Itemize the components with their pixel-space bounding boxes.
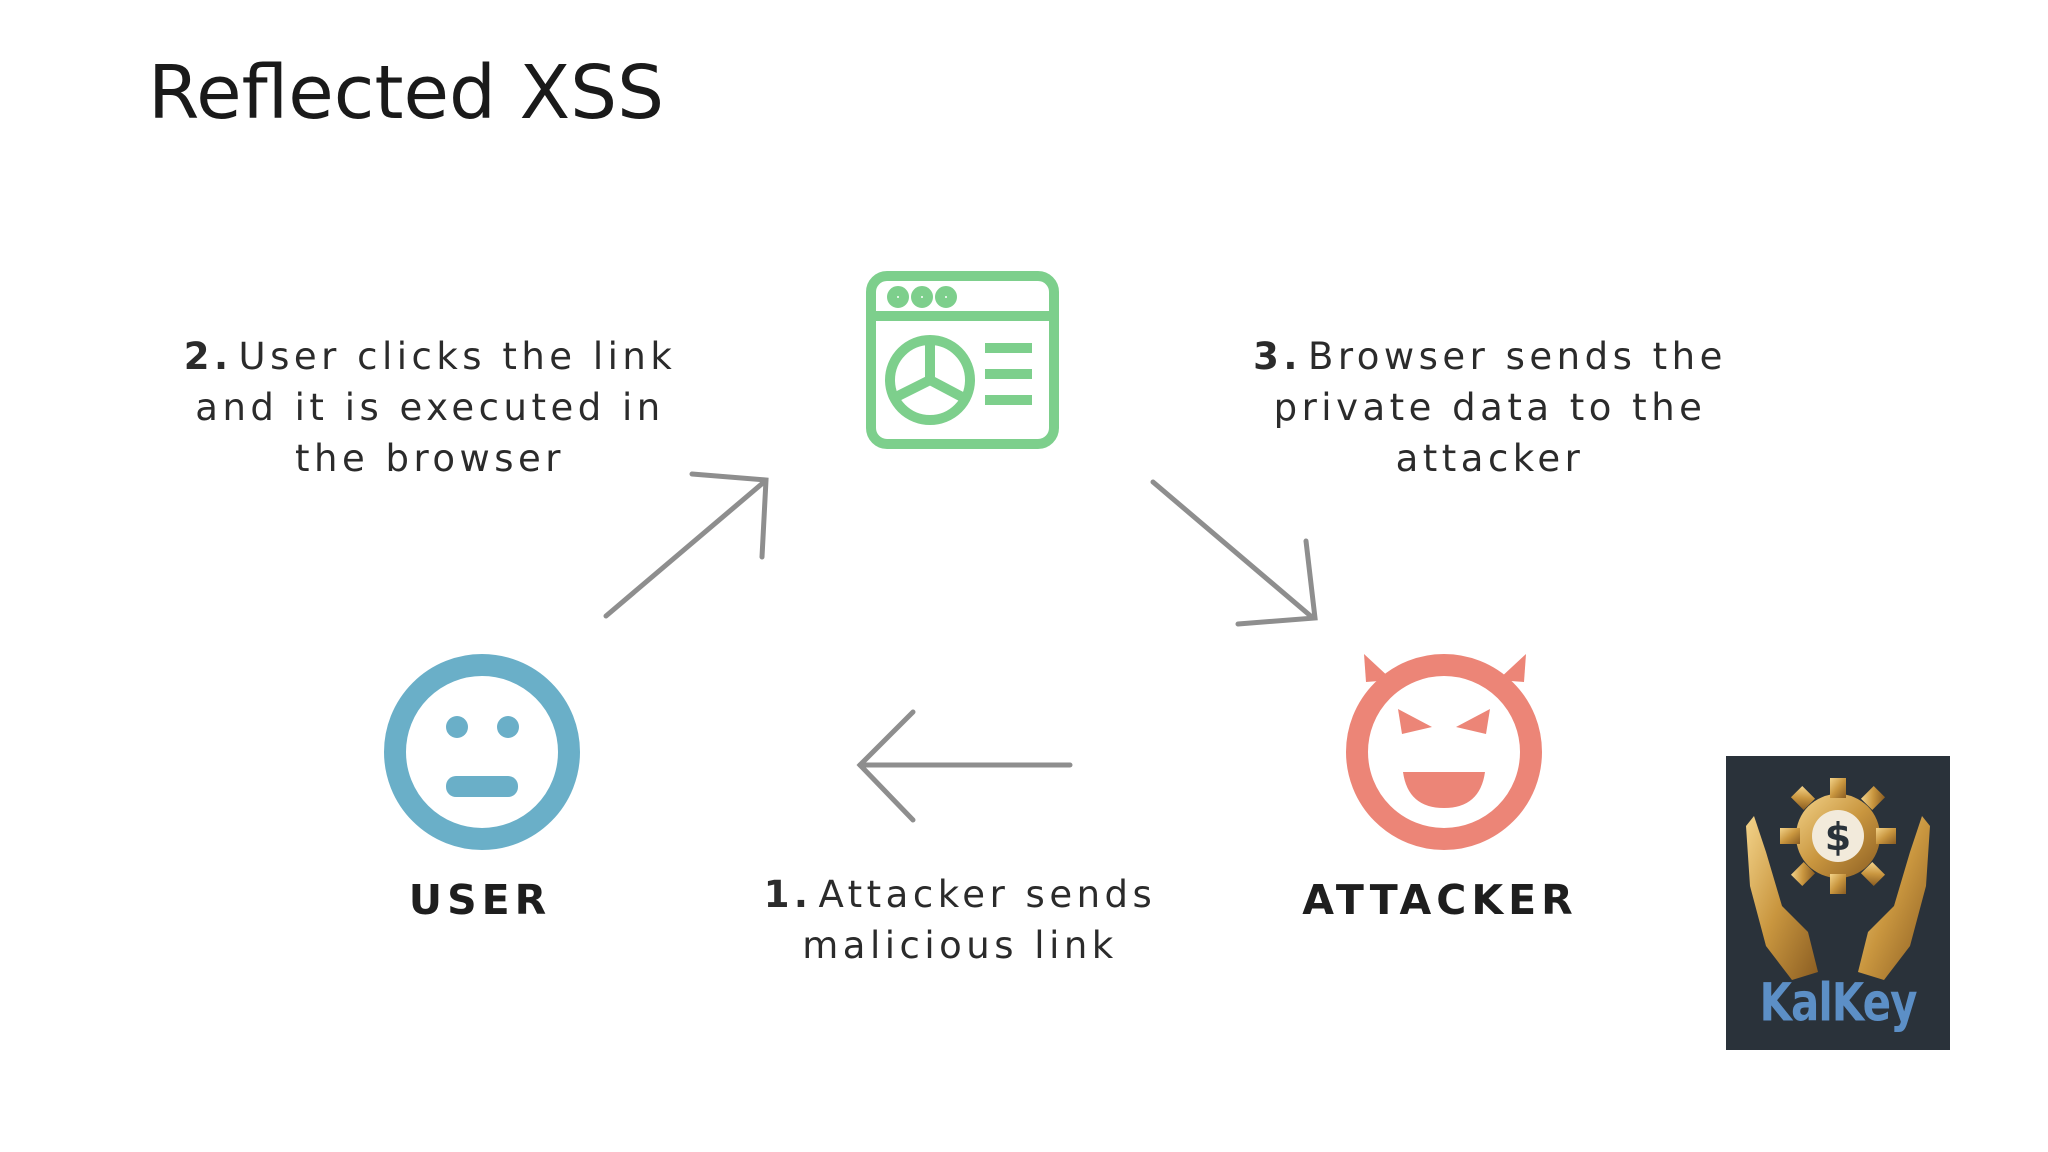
step-line: and it is executed in <box>195 386 665 429</box>
arrow-user-to-browser <box>603 471 769 619</box>
step-line: the browser <box>294 437 566 480</box>
attacker-label: ATTACKER <box>1302 876 1578 924</box>
logo-artwork: $ <box>1746 778 1930 980</box>
step-line: Browser sends the <box>1307 335 1727 378</box>
user-label: USER <box>408 876 552 924</box>
step-1-label: 1.Attacker sends malicious link <box>700 869 1220 971</box>
step-number: 3. <box>1253 335 1302 378</box>
step-2-label: 2.User clicks the link and it is execute… <box>150 331 710 484</box>
dollar-icon: $ <box>1825 815 1851 859</box>
logo-text: KalKey <box>1759 971 1918 1034</box>
step-number: 2. <box>183 335 233 378</box>
step-line: Attacker sends <box>818 873 1157 916</box>
slide-title: Reflected XSS <box>148 50 665 136</box>
arrow-attacker-to-user <box>856 709 1073 823</box>
kalkey-logo: $ KalKey <box>1726 756 1950 1050</box>
step-3-label: 3.Browser sends the private data to the … <box>1200 331 1780 484</box>
hands-icon <box>1746 816 1930 980</box>
devil-face-icon <box>1346 654 1542 850</box>
step-line: malicious link <box>802 924 1118 967</box>
gear-center <box>1812 810 1864 862</box>
browser-window-icon <box>866 271 1059 449</box>
step-line: private data to the <box>1273 386 1707 429</box>
step-line: attacker <box>1395 437 1585 480</box>
arrow-browser-to-attacker <box>1150 479 1318 627</box>
neutral-face-icon <box>384 654 580 850</box>
step-line: User clicks the link <box>238 335 677 378</box>
step-number: 1. <box>763 873 813 916</box>
